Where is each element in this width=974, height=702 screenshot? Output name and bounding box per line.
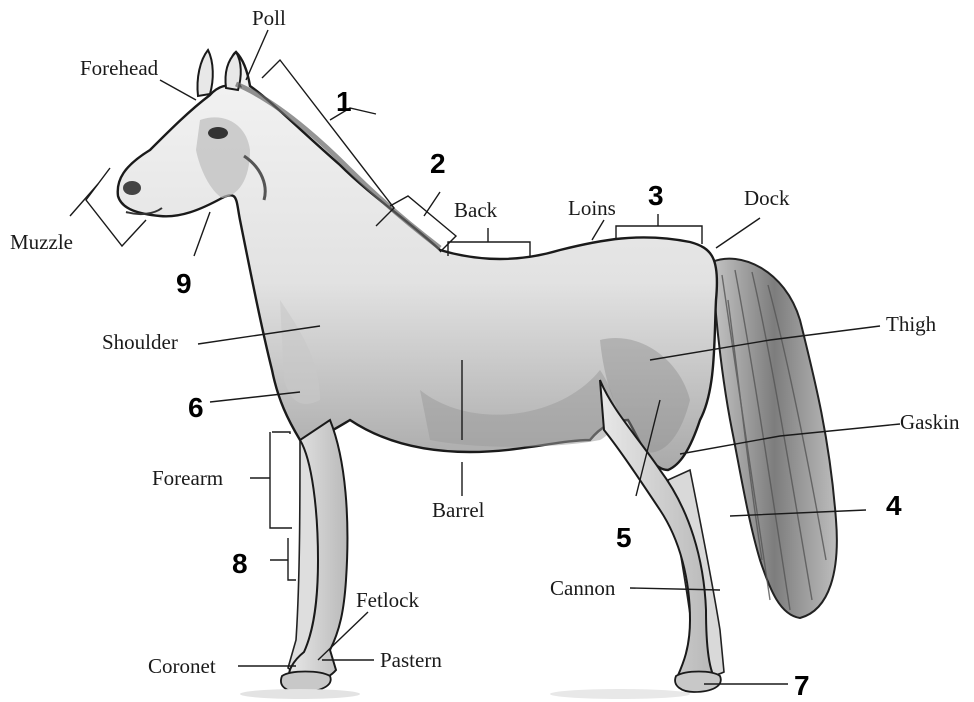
- number-2: 2: [430, 150, 446, 178]
- number-4: 4: [886, 492, 902, 520]
- label-cannon: Cannon: [550, 578, 615, 599]
- hoof-front: [281, 672, 331, 693]
- number-6: 6: [188, 394, 204, 422]
- number-3: 3: [648, 182, 664, 210]
- label-shoulder: Shoulder: [102, 332, 178, 353]
- number-1: 1: [336, 88, 352, 116]
- label-dock: Dock: [744, 188, 790, 209]
- label-back: Back: [454, 200, 497, 221]
- nostril: [123, 181, 141, 195]
- hoof-hind: [675, 672, 721, 693]
- number-7: 7: [794, 672, 810, 700]
- label-pastern: Pastern: [380, 650, 442, 671]
- label-barrel: Barrel: [432, 500, 484, 521]
- ear-left: [197, 50, 212, 96]
- label-coronet: Coronet: [148, 656, 216, 677]
- label-loins: Loins: [568, 198, 616, 219]
- number-9: 9: [176, 270, 192, 298]
- label-forehead: Forehead: [80, 58, 158, 79]
- label-forearm: Forearm: [152, 468, 223, 489]
- label-gaskin: Gaskin: [900, 412, 960, 433]
- label-fetlock: Fetlock: [356, 590, 419, 611]
- eye: [208, 127, 228, 139]
- number-8: 8: [232, 550, 248, 578]
- number-5: 5: [616, 524, 632, 552]
- label-muzzle: Muzzle: [10, 232, 73, 253]
- label-thigh: Thigh: [886, 314, 936, 335]
- label-poll: Poll: [252, 8, 286, 29]
